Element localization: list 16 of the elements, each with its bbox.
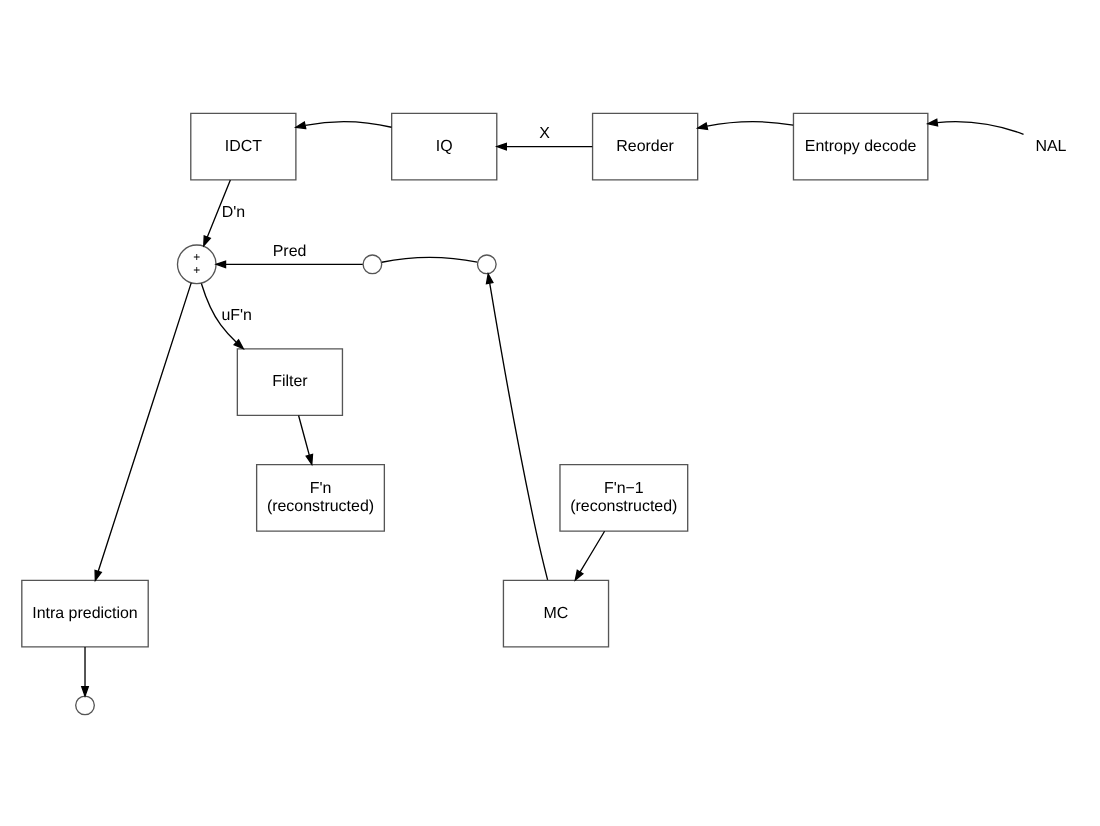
arrow	[203, 178, 232, 247]
arrow	[297, 413, 314, 466]
arrow	[925, 117, 1025, 134]
arrow	[695, 120, 794, 130]
arrow	[94, 281, 192, 582]
arrow	[293, 120, 393, 129]
node-circle	[476, 253, 497, 274]
arrow	[214, 259, 364, 268]
arrow	[495, 141, 593, 150]
arrow	[485, 270, 549, 580]
arrow	[80, 645, 90, 697]
node-circle	[362, 253, 383, 274]
node-circle	[75, 694, 95, 715]
arrow	[574, 529, 606, 581]
arrow	[200, 281, 245, 349]
connector	[381, 255, 479, 262]
